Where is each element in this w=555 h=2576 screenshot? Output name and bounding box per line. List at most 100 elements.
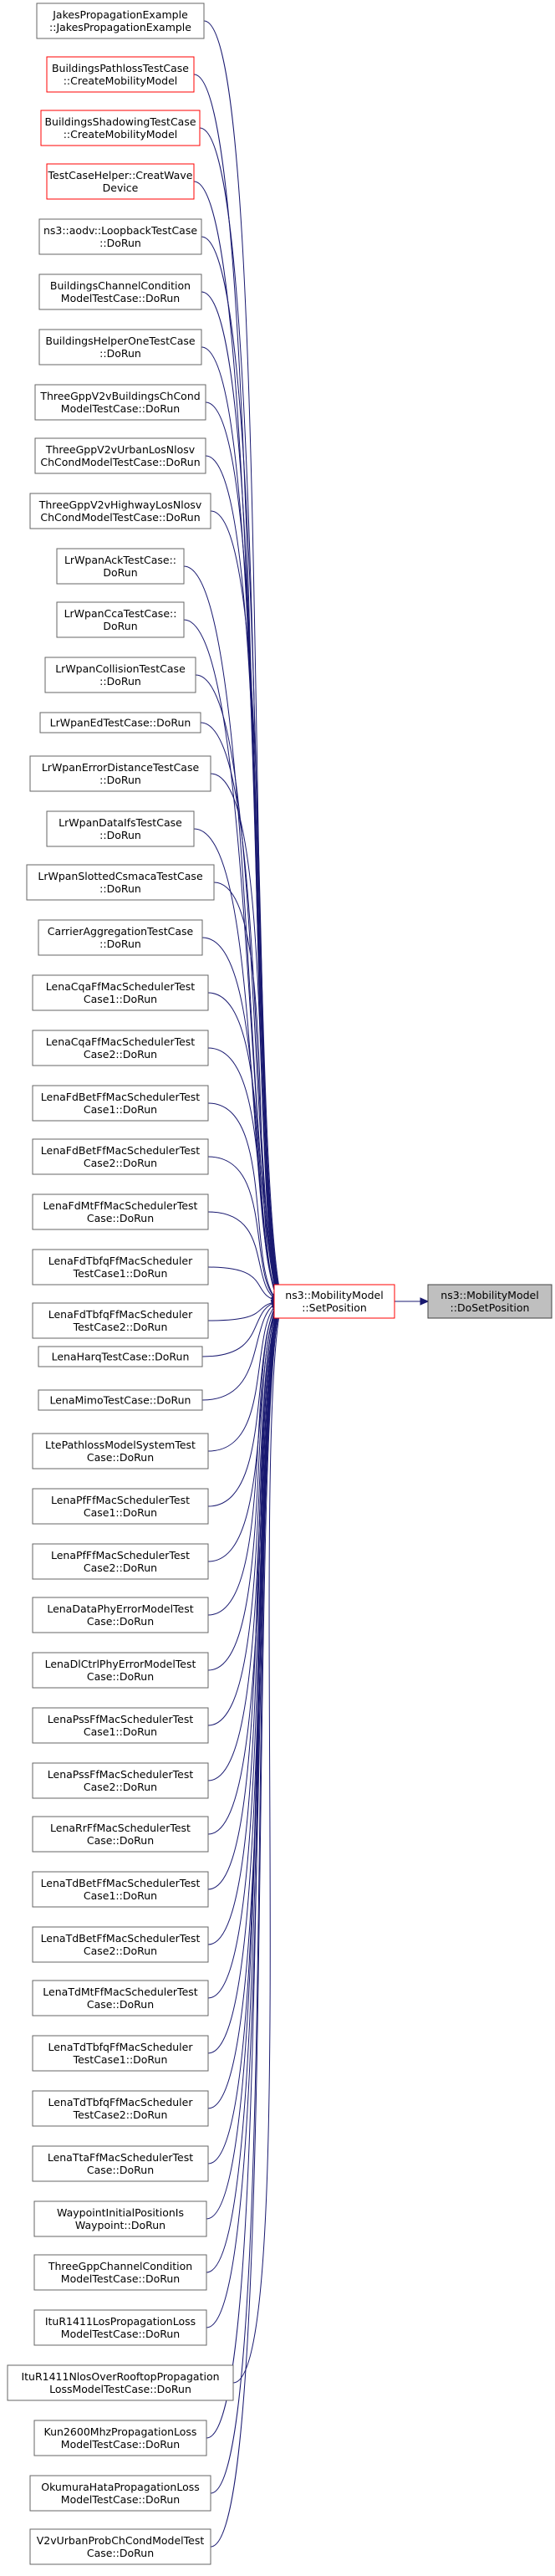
caller-node-jakespropagationexample-jakespropagationexample[interactable]: JakesPropagationExample::JakesPropagatio… [36, 3, 205, 39]
setposition-node-label-line: ::SetPosition [302, 1301, 367, 1314]
dosetposition-node[interactable]: ns3::MobilityModel::DoSetPosition [427, 1284, 552, 1319]
caller-node-itur1411lospropagationlossmodeltestcase-dorun[interactable]: ItuR1411LosPropagationLossModelTestCase:… [33, 2309, 207, 2346]
caller-node-threegppchannelconditionmodeltestcase-dorun-label-line: ModelTestCase::DoRun [61, 2272, 180, 2285]
caller-node-buildingshelperonetestcase-dorun[interactable]: BuildingsHelperOneTestCase::DoRun [38, 329, 202, 365]
caller-node-threegppv2vbuildingschcondmodeltestcase-dorun-label-line: ThreeGppV2vBuildingsChCond [39, 390, 200, 402]
caller-node-lenatdtbfqffmacschedulertestcase1-dorun-label-line: TestCase1::DoRun [73, 2053, 168, 2066]
caller-node-lenapssffmacschedulertestcase1-dorun-label-line: Case1::DoRun [84, 1725, 157, 1738]
caller-node-kun2600mhzpropagationlossmodeltestcase-dorun-label-line: Kun2600MhzPropagationLoss [44, 2425, 197, 2438]
caller-node-v2vurbanprobchcondmodeltestcase-dorun-label-line: Case::DoRun [87, 2547, 154, 2559]
call-edge [201, 346, 279, 1298]
caller-node-ns3-aodv-loopbacktestcase-dorun[interactable]: ns3::aodv::LoopbackTestCase::DoRun [38, 218, 202, 255]
setposition-node[interactable]: ns3::MobilityModel::SetPosition [273, 1284, 395, 1319]
caller-node-lenafdbetffmacschedulertestcase1-dorun-label-line: Case1::DoRun [84, 1103, 157, 1116]
caller-node-lrwpandataifstestcase-dorun[interactable]: LrWpanDataIfsTestCase::DoRun [46, 810, 195, 847]
caller-node-lenatdmtffmacschedulertestcase-dorun-label-line: LenaTdMtFfMacSchedulerTest [43, 1986, 197, 1998]
caller-node-lenadlctrlphyerrormodeltestcase-dorun-label-line: LenaDlCtrlPhyErrorModelTest [45, 1658, 196, 1670]
caller-node-threegppchannelconditionmodeltestcase-dorun[interactable]: ThreeGppChannelConditionModelTestCase::D… [33, 2254, 207, 2291]
caller-node-lenafdbetffmacschedulertestcase2-dorun-label-line: Case2::DoRun [84, 1157, 157, 1169]
caller-node-lrwpanccatestcase-dorun-box [56, 601, 185, 638]
caller-node-jakespropagationexample-jakespropagationexample-box [36, 3, 205, 39]
caller-node-buildingshelperonetestcase-dorun-label-line: ::DoRun [99, 347, 141, 360]
call-edge [201, 937, 280, 1301]
caller-node-okumurahatapropagationlossmodeltestcase-dorun[interactable]: OkumuraHataPropagationLossModelTestCase:… [29, 2475, 211, 2512]
caller-node-lenamimotestcase-dorun[interactable]: LenaMimoTestCase::DoRun [38, 1389, 203, 1411]
call-edges [183, 20, 430, 2548]
call-edge [206, 1305, 279, 2220]
caller-node-lenapssffmacschedulertestcase2-dorun-label-line: Case2::DoRun [84, 1781, 157, 1793]
call-edge [210, 510, 282, 1299]
caller-node-lrwpanerrordistancetestcase-dorun[interactable]: LrWpanErrorDistanceTestCase::DoRun [29, 755, 211, 792]
caller-node-buildingschannelconditionmodeltestcase-dorun-box [38, 273, 202, 310]
caller-node-lrwpanslottedcsmacatestcase-dorun[interactable]: LrWpanSlottedCsmacaTestCase::DoRun [26, 864, 215, 901]
caller-node-lenacqaffmacschedulertestcase2-dorun-label-line: Case2::DoRun [84, 1048, 157, 1061]
caller-node-buildingspathlosstestcase-createmobilitymodel[interactable]: BuildingsPathlossTestCase::CreateMobilit… [46, 56, 195, 93]
caller-node-threegppv2vurbanlosnlosvchcondmodeltestcase-dorun[interactable]: ThreeGppV2vUrbanLosNlosvChCondModelTestC… [34, 437, 206, 474]
caller-node-itur1411nlosoverrooftoppropagationlossmodeltestcase-dorun-label-line: ItuR1411NlosOverRooftopPropagation [21, 2370, 219, 2383]
caller-node-lenapfffmacschedulertestcase2-dorun-label-line: LenaPfFfMacSchedulerTest [51, 1549, 190, 1561]
caller-node-lrwpanacktestcase-dorun[interactable]: LrWpanAckTestCase::DoRun [56, 548, 185, 585]
caller-node-lenaharqtestcase-dorun[interactable]: LenaHarqTestCase::DoRun [38, 1346, 203, 1367]
caller-node-lrwpanacktestcase-dorun-label-line: LrWpanAckTestCase:: [64, 554, 176, 566]
caller-node-lenaharqtestcase-dorun-box [38, 1346, 203, 1367]
caller-node-lenapssffmacschedulertestcase1-dorun-label-line: LenaPssFfMacSchedulerTest [48, 1713, 194, 1725]
call-edge [207, 1302, 279, 1671]
caller-node-threegppv2vbuildingschcondmodeltestcase-dorun[interactable]: ThreeGppV2vBuildingsChCondModelTestCase:… [34, 384, 206, 421]
caller-node-buildingschannelconditionmodeltestcase-dorun[interactable]: BuildingsChannelConditionModelTestCase::… [38, 273, 202, 310]
call-edge [199, 127, 280, 1297]
caller-node-waypointinitialpositioniswaypoint-dorun-label-line: WaypointInitialPositionIs [57, 2206, 184, 2219]
caller-node-lenapfffmacschedulertestcase2-dorun-box [32, 1543, 209, 1580]
caller-node-lrwpanerrordistancetestcase-dorun-label-line: ::DoRun [99, 774, 141, 786]
caller-node-lenapfffmacschedulertestcase1-dorun-label-line: LenaPfFfMacSchedulerTest [51, 1494, 190, 1506]
caller-node-threegppv2vhighwaylosnlosvchcondmodeltestcase-dorun[interactable]: ThreeGppV2vHighwayLosNlosvChCondModelTes… [29, 493, 211, 529]
caller-node-lrwpanccatestcase-dorun[interactable]: LrWpanCcaTestCase::DoRun [56, 601, 185, 638]
caller-node-lrwpanedtestcase-dorun[interactable]: LrWpanEdTestCase::DoRun [39, 712, 201, 733]
call-edge [205, 455, 281, 1299]
call-edge [207, 1047, 282, 1301]
caller-node-threegppchannelconditionmodeltestcase-dorun-box [33, 2254, 207, 2291]
caller-node-lenafdtbfqffmacschedulertestcase2-dorun-box [32, 1302, 209, 1339]
caller-node-buildingsshadowingtestcase-createmobilitymodel-label-line: ::CreateMobilityModel [64, 128, 178, 141]
setposition-node-box [273, 1284, 395, 1319]
caller-node-kun2600mhzpropagationlossmodeltestcase-dorun[interactable]: Kun2600MhzPropagationLossModelTestCase::… [33, 2420, 207, 2456]
call-edge [207, 1156, 279, 1301]
caller-node-buildingsshadowingtestcase-createmobilitymodel[interactable]: BuildingsShadowingTestCase::CreateMobili… [40, 110, 201, 146]
caller-node-itur1411nlosoverrooftoppropagationlossmodeltestcase-dorun[interactable]: ItuR1411NlosOverRooftopPropagationLossMo… [7, 2364, 234, 2401]
caller-node-lenarrffmacschedulertestcase-dorun-box [32, 1816, 209, 1853]
caller-node-lrwpancollisiontestcase-dorun[interactable]: LrWpanCollisionTestCase::DoRun [44, 657, 196, 693]
call-edge [210, 1306, 280, 2548]
caller-node-threegppv2vhighwaylosnlosvchcondmodeltestcase-dorun-label-line: ThreeGppV2vHighwayLosNlosv [38, 498, 202, 511]
caller-node-lenatdtbfqffmacschedulertestcase2-dorun-label-line: LenaTdTbfqFfMacScheduler [48, 2096, 194, 2108]
caller-node-lrwpandataifstestcase-dorun-box [46, 810, 195, 847]
caller-node-carrieraggregationtestcase-dorun[interactable]: CarrierAggregationTestCase::DoRun [38, 919, 203, 956]
caller-node-lrwpanerrordistancetestcase-dorun-label-line: LrWpanErrorDistanceTestCase [42, 761, 200, 774]
caller-node-lenafdtbfqffmacschedulertestcase1-dorun-label-line: LenaFdTbfqFfMacScheduler [48, 1255, 193, 1267]
caller-node-lenadataphyerrormodeltestcase-dorun-box [32, 1597, 209, 1633]
caller-node-itur1411nlosoverrooftoppropagationlossmodeltestcase-dorun-box [7, 2364, 234, 2401]
caller-node-ltepathlossmodelsystemtestcase-dorun-label-line: Case::DoRun [87, 1451, 154, 1464]
